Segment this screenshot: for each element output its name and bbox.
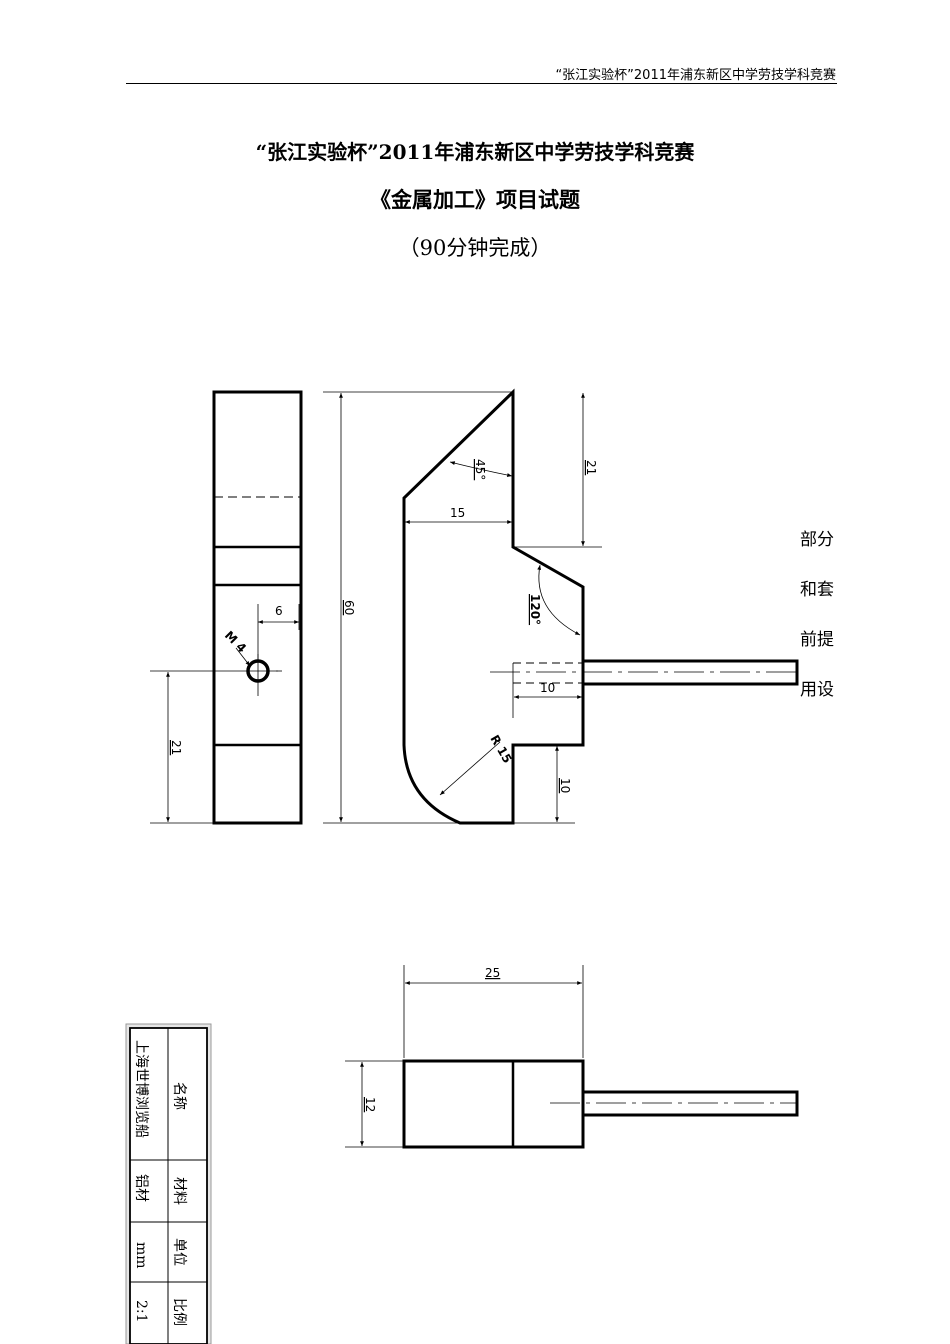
dim-25: 25: [485, 966, 500, 980]
scale-label: 比例: [171, 1298, 187, 1326]
angle-45: 45°: [473, 459, 487, 480]
header-rule: [126, 83, 837, 84]
dim-10-bottom: 10: [558, 778, 572, 793]
main-title: “张江实验杯”2011年浦东新区中学劳技学科竞赛: [255, 140, 695, 164]
scale-value: 2:1: [133, 1300, 149, 1323]
material-label: 材料: [171, 1177, 187, 1205]
top-view: 25 12: [345, 965, 799, 1149]
thread-label: M 4: [222, 628, 249, 655]
dim-60: 60: [342, 600, 356, 615]
dim-6: 6: [275, 604, 283, 618]
dim-15: 15: [450, 506, 465, 520]
time-limit: （90分钟完成）: [398, 236, 552, 260]
dim-21-top: 21: [584, 460, 598, 475]
title-block: 名称 上海世博浏览船 材料 铝材 单位 mm 比例 2:1: [125, 1023, 212, 1344]
dim-60-group: 60: [323, 391, 513, 824]
name-value: 上海世博浏览船: [133, 1040, 150, 1138]
side-text-4: 用设: [800, 680, 834, 700]
unit-label: 单位: [171, 1238, 187, 1266]
side-view: M 4 6 21: [150, 390, 303, 825]
angle-120: 120°: [528, 594, 542, 625]
dim-12: 12: [363, 1097, 377, 1112]
side-text-3: 前提: [800, 630, 834, 650]
subtitle: 《金属加工》项目试题: [370, 187, 580, 212]
dim-10-mid: 10: [540, 681, 555, 695]
material-value: 铝材: [133, 1174, 149, 1202]
name-label: 名称: [171, 1082, 187, 1110]
dim-21-left: 21: [169, 740, 183, 755]
front-view: 45° 15 21 120° 10 R 15 10: [402, 388, 799, 825]
unit-value: mm: [133, 1242, 149, 1269]
handle-rod: [581, 659, 799, 686]
side-text-2: 和套: [800, 580, 834, 600]
running-header: “张江实验杯”2011年浦东新区中学劳技学科竞赛: [555, 68, 836, 83]
side-text-1: 部分: [800, 530, 834, 550]
